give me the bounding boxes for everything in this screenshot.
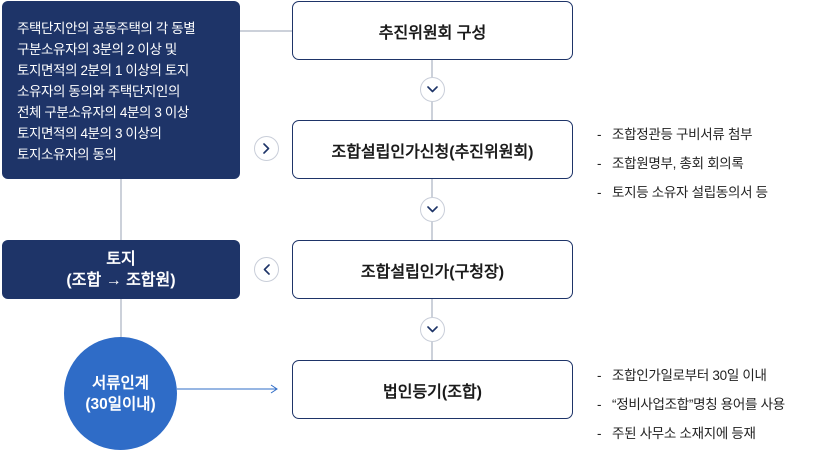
condition-line: 구분소유자의 3분의 2 이상 및 <box>17 42 177 57</box>
chevron-left-icon <box>254 257 279 282</box>
document-transfer-title: 서류인계 <box>91 374 150 392</box>
document-transfer-circle: 서류인계 (30일이내) <box>64 337 177 450</box>
step-label: 법인등기(조합) <box>383 383 482 401</box>
condition-line: 주택단지안의 공동주택의 각 동별 <box>17 21 196 36</box>
chevron-down-icon <box>420 197 445 222</box>
note-item: -주된 사무소 소재지에 등재 <box>597 426 756 441</box>
condition-line: 소유자의 동의와 주택단지인의 <box>17 84 180 99</box>
land-transfer-box: 토지 (조합 → 조합원) <box>2 240 240 299</box>
chevron-down-icon <box>420 77 445 102</box>
condition-line: 토지면적의 4분의 3 이상의 <box>17 126 162 141</box>
step-approval: 조합설립인가(구청장) <box>292 240 573 299</box>
step-application: 조합설립인가신청(추진위원회) <box>292 120 573 179</box>
chevron-right-icon <box>254 136 279 161</box>
arrow-right-icon <box>177 384 278 394</box>
condition-line: 토지소유자의 동의 <box>17 147 117 162</box>
note-item: -조합인가일로부터 30일 이내 <box>597 368 767 383</box>
land-transfer-title: 토지 <box>106 250 136 268</box>
note-item: -조합원명부, 총회 회의록 <box>597 156 744 171</box>
condition-line: 전체 구분소유자의 4분의 3 이상 <box>17 105 189 120</box>
document-transfer-subtitle: (30일이내) <box>85 395 156 413</box>
step-label: 조합설립인가신청(추진위원회) <box>331 143 534 161</box>
application-notes: -조합정관등 구비서류 첨부 -조합원명부, 총회 회의록 -토지등 소유자 설… <box>597 126 768 213</box>
condition-box: 주택단지안의 공동주택의 각 동별 구분소유자의 3분의 2 이상 및 토지면적… <box>2 1 240 179</box>
chevron-down-icon <box>420 317 445 342</box>
note-item: -조합정관등 구비서류 첨부 <box>597 127 753 142</box>
step-committee-formation: 추진위원회 구성 <box>292 1 573 60</box>
step-label: 조합설립인가(구청장) <box>360 263 505 281</box>
note-item: -토지등 소유자 설립동의서 등 <box>597 185 768 200</box>
land-transfer-subtitle: (조합 → 조합원) <box>66 271 176 289</box>
registration-notes: -조합인가일로부터 30일 이내 -“정비사업조합”명칭 용어를 사용 -주된 … <box>597 367 785 454</box>
step-label: 추진위원회 구성 <box>378 24 487 42</box>
step-registration: 법인등기(조합) <box>292 360 573 419</box>
note-item: -“정비사업조합”명칭 용어를 사용 <box>597 397 785 412</box>
condition-line: 토지면적의 2분의 1 이상의 토지 <box>17 63 189 78</box>
